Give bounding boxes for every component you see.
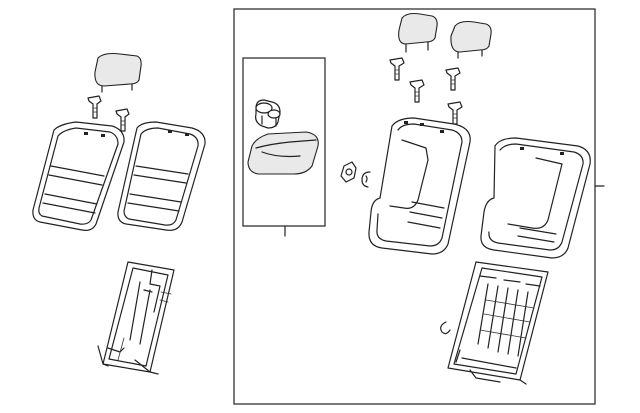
nut-fastener[interactable] (340, 161, 357, 183)
right-seat-frame[interactable] (440, 261, 549, 385)
armrest-cushion[interactable] (247, 131, 319, 175)
cupholder-armrest-group (242, 57, 326, 237)
right-guide-sleeve-4[interactable] (447, 101, 463, 125)
cupholder-armrest-box[interactable] (242, 57, 326, 227)
right-guide-sleeve-2[interactable] (409, 79, 425, 103)
retaining-clip[interactable] (361, 171, 371, 188)
cup-holder[interactable] (255, 99, 281, 129)
left-backrest-panel-2[interactable] (117, 121, 206, 231)
left-seat-frame[interactable] (97, 261, 175, 375)
left-headrest[interactable] (94, 52, 142, 93)
right-headrest-2[interactable] (450, 20, 492, 59)
right-guide-sleeve-1[interactable] (389, 57, 405, 81)
right-backrest-right[interactable] (480, 137, 591, 259)
right-headrest-1[interactable] (398, 12, 438, 53)
right-backrest-left[interactable] (368, 117, 471, 255)
left-seat-group (32, 52, 206, 375)
left-guide-sleeve-2[interactable] (115, 108, 130, 132)
right-guide-sleeve-3[interactable] (445, 67, 461, 91)
left-backrest-panel[interactable] (32, 121, 125, 231)
left-guide-sleeve-1[interactable] (87, 95, 102, 119)
rear-seat-assembly-box[interactable] (233, 8, 596, 405)
